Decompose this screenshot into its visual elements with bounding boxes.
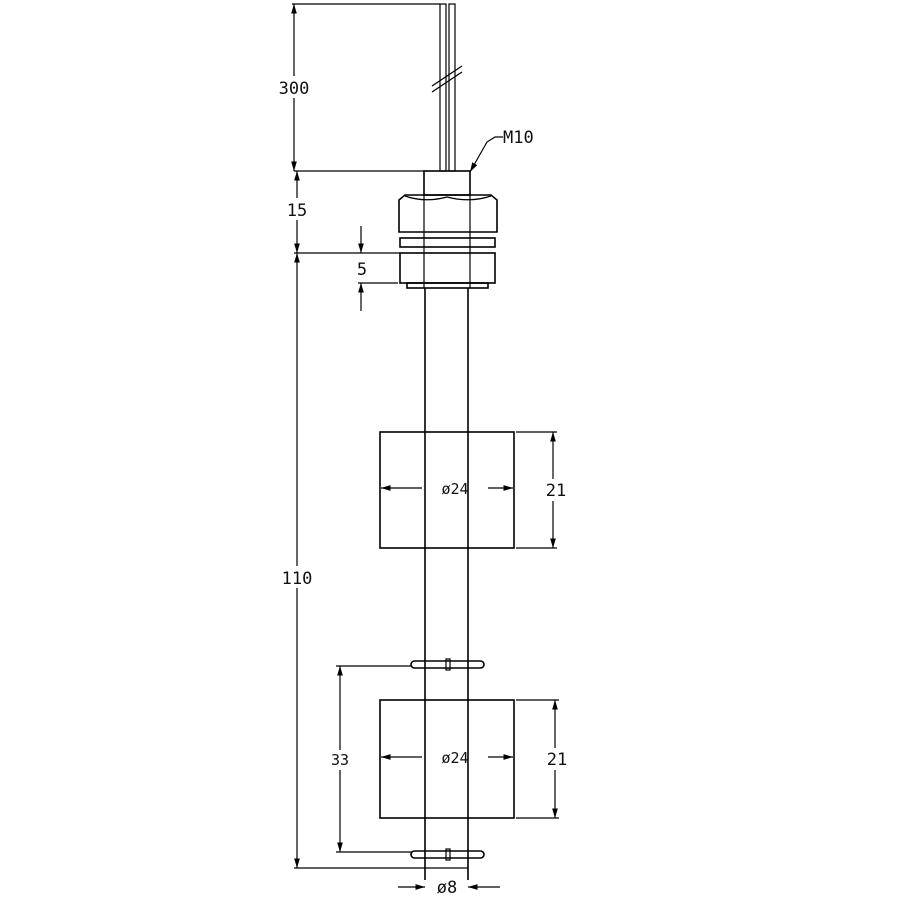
dimension-cable-length: 300 [274,3,440,171]
retaining-clip-lower [410,848,485,861]
dimension-clip-spacing: 33 [326,665,412,853]
dimension-stem-length: 110 [278,253,468,869]
thread-callout: M10 [469,128,534,173]
stem-length-label: 110 [282,569,313,589]
cable-length-label: 300 [279,79,310,99]
stem-diameter-label: ø8 [437,878,457,898]
nut-gap-label: 5 [357,260,367,280]
threaded-fitting [398,170,498,289]
dimension-nut-gap: 5 [357,226,398,311]
float-upper: ø24 21 [379,431,572,549]
float-lower: ø24 21 [379,699,574,819]
stem [424,288,469,880]
clip-spacing-label: 33 [331,751,349,769]
float-lower-height-label: 21 [547,750,567,770]
float-upper-height-label: 21 [546,481,566,501]
retaining-clip-upper [410,658,485,671]
nut-height-label: 15 [287,201,307,221]
break-mark-icon [431,65,463,93]
cable-wires [431,3,463,172]
float-upper-diameter-label: ø24 [441,480,468,498]
thread-label: M10 [503,128,534,148]
dimension-nut-height: 15 [280,171,312,253]
float-lower-diameter-label: ø24 [441,749,468,767]
dimension-stem-diameter: ø8 [398,878,500,898]
